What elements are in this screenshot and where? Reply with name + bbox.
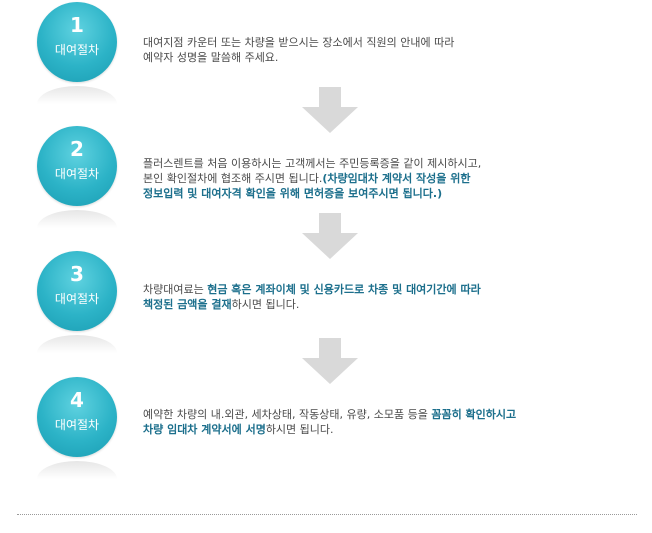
step-badge: 1 대여절차 [37, 2, 117, 82]
step-4: 4 대여절차 예약한 차량의 내.외관, 세차상태, 작동상태, 유량, 소모품… [0, 377, 652, 481]
highlight-text: 책정된 금액을 결재 [143, 298, 232, 311]
step-number: 2 [70, 137, 84, 161]
step-number: 4 [70, 388, 84, 412]
step-label: 대여절차 [54, 43, 100, 57]
body-text: 플러스렌트를 처음 이용하시는 고객께서는 주민등록증을 같이 제시하시고, [143, 157, 482, 170]
description-line: 본인 확인절차에 협조해 주시면 됩니다.(차량임대차 계약서 작성을 위한 [143, 171, 481, 186]
step-label: 대여절차 [54, 167, 100, 181]
description-line: 차량대여료는 현금 혹은 계좌이체 및 신용카드로 차종 및 대여기간에 따라 [143, 282, 481, 297]
highlight-text: (차량임대차 계약서 작성을 위한 [322, 172, 471, 185]
step-badge: 2 대여절차 [37, 126, 117, 206]
description-line: 대여지점 카운터 또는 차량을 받으시는 장소에서 직원의 안내에 따라 [143, 35, 454, 50]
description-line: 플러스렌트를 처음 이용하시는 고객께서는 주민등록증을 같이 제시하시고, [143, 156, 481, 171]
down-arrow-icon [302, 87, 358, 133]
description-line: 책정된 금액을 결재하시면 됩니다. [143, 297, 481, 312]
description-line: 예약자 성명을 말씀해 주세요. [143, 50, 454, 65]
body-text: 대여지점 카운터 또는 차량을 받으시는 장소에서 직원의 안내에 따라 [143, 36, 455, 49]
body-text: 예약자 성명을 말씀해 주세요. [143, 51, 279, 64]
description-line: 예약한 차량의 내.외관, 세차상태, 작동상태, 유량, 소모품 등을 꼼꼼히… [143, 407, 516, 422]
step-label: 대여절차 [54, 418, 100, 432]
highlight-text: 정보입력 및 대여자격 확인을 위해 면허증을 보여주시면 됩니다.) [143, 187, 443, 200]
badge-reflection [37, 461, 117, 479]
body-text: 예약한 차량의 내.외관, 세차상태, 작동상태, 유량, 소모품 등을 [143, 408, 432, 421]
step-label: 대여절차 [54, 292, 100, 306]
body-text: 본인 확인절차에 협조해 주시면 됩니다. [143, 172, 323, 185]
badge-reflection [37, 210, 117, 228]
step-number: 1 [70, 13, 84, 37]
highlight-text: 꼼꼼히 확인하시고 [431, 408, 517, 421]
step-number: 3 [70, 262, 84, 286]
down-arrow-icon [302, 338, 358, 384]
step-1: 1 대여절차 대여지점 카운터 또는 차량을 받으시는 장소에서 직원의 안내에… [0, 2, 652, 106]
badge-reflection [37, 86, 117, 104]
description-line: 정보입력 및 대여자격 확인을 위해 면허증을 보여주시면 됩니다.) [143, 186, 481, 201]
highlight-text: 차량 임대차 계약서에 서명 [143, 423, 266, 436]
description-line: 차량 임대차 계약서에 서명하시면 됩니다. [143, 422, 516, 437]
body-text: 하시면 됩니다. [231, 298, 300, 311]
dotted-divider [17, 514, 637, 515]
step-description: 예약한 차량의 내.외관, 세차상태, 작동상태, 유량, 소모품 등을 꼼꼼히… [143, 407, 516, 437]
body-text: 하시면 됩니다. [265, 423, 334, 436]
down-arrow-icon [302, 213, 358, 259]
step-3: 3 대여절차 차량대여료는 현금 혹은 계좌이체 및 신용카드로 차종 및 대여… [0, 251, 652, 355]
step-badge: 3 대여절차 [37, 251, 117, 331]
step-badge: 4 대여절차 [37, 377, 117, 457]
step-description: 플러스렌트를 처음 이용하시는 고객께서는 주민등록증을 같이 제시하시고,본인… [143, 156, 481, 201]
step-2: 2 대여절차 플러스렌트를 처음 이용하시는 고객께서는 주민등록증을 같이 제… [0, 126, 652, 230]
body-text: 차량대여료는 [143, 283, 208, 296]
highlight-text: 현금 혹은 계좌이체 및 신용카드로 차종 및 대여기간에 따라 [207, 283, 481, 296]
badge-reflection [37, 335, 117, 353]
